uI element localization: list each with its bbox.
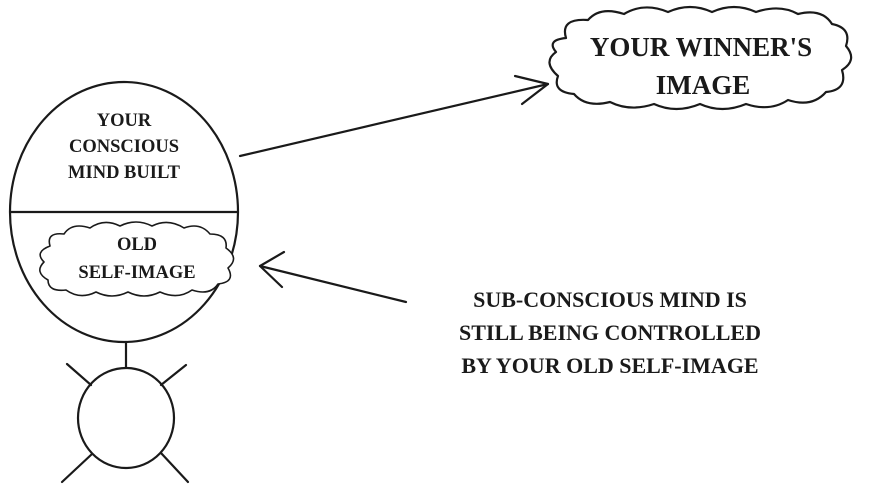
arrow-shaft: [260, 266, 406, 302]
old-self-image-cloud: OLD SELF-IMAGE: [40, 222, 234, 296]
left-leg: [62, 454, 92, 482]
conscious-line3: MIND BUILT: [68, 163, 181, 183]
subconscious-line3: BY YOUR OLD SELF-IMAGE: [461, 353, 758, 378]
stick-body: [62, 342, 188, 482]
winner-cloud-line1: YOUR WINNER'S: [590, 32, 812, 62]
subconscious-line2: STILL BEING CONTROLLED: [459, 320, 761, 345]
subconscious-line1: SUB-CONSCIOUS MIND IS: [473, 287, 747, 312]
old-cloud-line1: OLD: [117, 235, 157, 255]
arrow-shaft: [240, 84, 548, 156]
winner-cloud-line2: IMAGE: [656, 70, 751, 100]
conscious-line2: CONSCIOUS: [69, 137, 179, 157]
conscious-line1: YOUR: [97, 111, 152, 131]
arrow-to-old-self-image: [260, 252, 406, 302]
winner-image-cloud: YOUR WINNER'S IMAGE: [549, 7, 851, 109]
left-arm: [67, 364, 91, 385]
old-cloud-outline: [40, 222, 234, 296]
right-arm: [161, 365, 186, 385]
right-leg: [161, 453, 188, 482]
old-cloud-line2: SELF-IMAGE: [78, 263, 195, 283]
arrow-to-winner-image: [240, 76, 548, 156]
subconscious-note: SUB-CONSCIOUS MIND IS STILL BEING CONTRO…: [459, 287, 761, 378]
